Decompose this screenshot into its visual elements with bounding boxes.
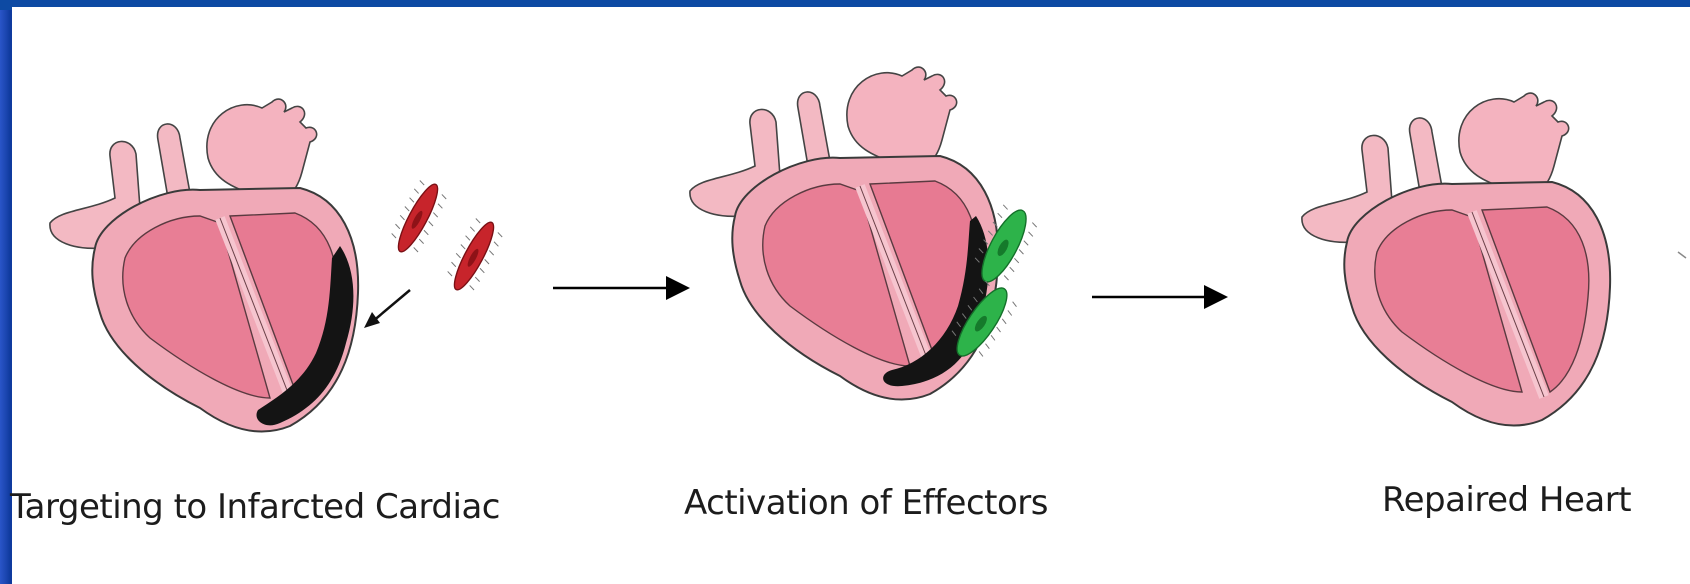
stage-caption-targeting: Targeting to Infarcted Cardiac: [10, 487, 500, 527]
targeting-cell-icon: [385, 176, 451, 259]
stage-caption-repaired: Repaired Heart: [1382, 480, 1631, 520]
stage-caption-activation: Activation of Effectors: [684, 483, 1048, 523]
stage2-heart-icon: [690, 67, 998, 400]
homing-arrow-icon: [364, 290, 410, 328]
edge-mark: [1678, 252, 1686, 258]
arrow-right-icon: [553, 276, 690, 300]
stage1-heart-icon: [50, 99, 358, 432]
stage3-heart-icon: [1302, 93, 1610, 426]
arrow-right-icon: [1092, 285, 1228, 309]
targeting-cell-icon: [441, 214, 507, 297]
